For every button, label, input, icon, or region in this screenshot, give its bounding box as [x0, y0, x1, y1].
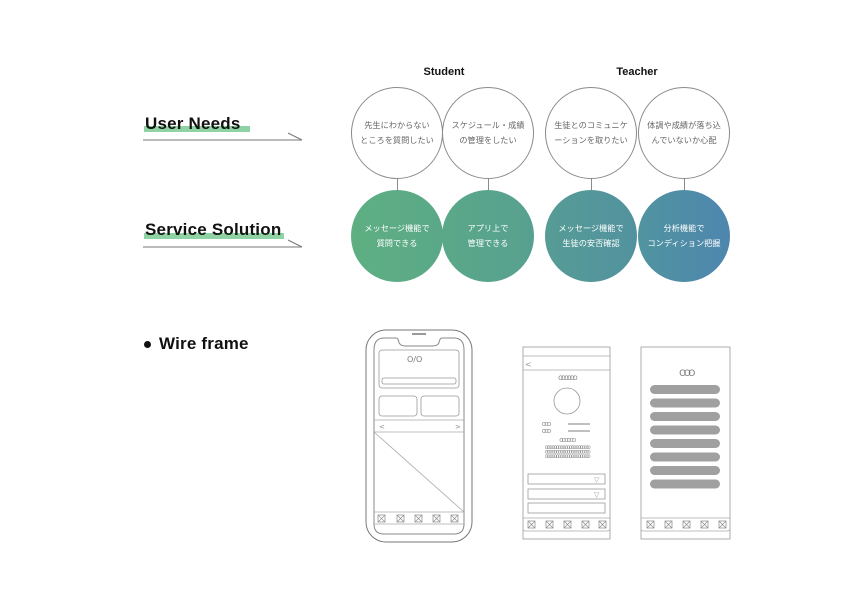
- dropdown-arrow-icon: ▽: [594, 491, 600, 499]
- need-text-line2: の管理をしたい: [459, 135, 517, 145]
- tab-bar: [646, 520, 727, 529]
- tab-icon-placeholder[interactable]: [377, 514, 386, 523]
- service-solution-highlight: [144, 233, 284, 239]
- service-solution-underline: [143, 239, 303, 248]
- list-item-bar: [650, 398, 720, 408]
- solution-circle: メッセージ機能で質問できる: [351, 190, 443, 282]
- tab-icon-placeholder[interactable]: [545, 520, 554, 529]
- need-text-line2: ところを質問したい: [360, 135, 434, 145]
- list-item-bar: [650, 466, 720, 475]
- wireframe-phone: O/O < >: [365, 329, 473, 543]
- connector-line: [397, 178, 398, 190]
- solution-text-line2: 管理できる: [467, 238, 509, 248]
- tab-icon-placeholder[interactable]: [664, 520, 673, 529]
- card-left: [378, 395, 418, 417]
- solution-text-line1: メッセージ機能で: [364, 223, 430, 233]
- user-needs-highlight: [144, 126, 250, 132]
- phone-inner-frame: [373, 337, 465, 535]
- dropdown-field: [527, 488, 606, 500]
- stat-glyph: OOO: [542, 422, 551, 428]
- solution-text-line1: 分析機能で: [663, 223, 705, 233]
- tab-icon-placeholder[interactable]: [718, 520, 727, 529]
- need-circle: 先生にわからないところを質問したい: [351, 87, 443, 179]
- need-text-line1: スケジュール・成績: [451, 120, 525, 130]
- tab-bar: [377, 514, 459, 523]
- profile-name-glyph: OOOOOO: [558, 375, 578, 382]
- solution-text-line1: メッセージ機能で: [558, 223, 624, 233]
- tab-icon-placeholder[interactable]: [450, 514, 459, 523]
- solution-text-line2: 生徒の安否確認: [562, 238, 620, 248]
- need-circle: スケジュール・成績の管理をしたい: [442, 87, 534, 179]
- body-glyph: OOOOOOOOOOOOOOOOOOOOOOOO: [545, 445, 591, 450]
- tab-icon-placeholder[interactable]: [414, 514, 423, 523]
- list-item-bar: [650, 412, 720, 421]
- tab-icon-placeholder[interactable]: [581, 520, 590, 529]
- connector-line: [488, 178, 489, 190]
- need-circle: 生徒とのコミュニケーションを取りたい: [545, 87, 637, 179]
- list-item-bar: [650, 425, 720, 435]
- back-icon: <: [525, 360, 532, 369]
- tab-icon-placeholder[interactable]: [527, 520, 536, 529]
- tab-icon-placeholder[interactable]: [432, 514, 441, 523]
- tab-icon-placeholder[interactable]: [682, 520, 691, 529]
- wireframe-profile: < OOOOOO OOO OOO OOOOOO OOOOOOOOOOOOOOOO…: [522, 346, 611, 540]
- solution-text-line2: 質問できる: [376, 238, 418, 248]
- need-text-line2: んでいないか心配: [651, 135, 717, 145]
- need-text-line1: 先生にわからない: [364, 120, 430, 130]
- dropdown-arrow-icon: ▽: [594, 476, 600, 484]
- solution-circle: 分析機能でコンディション把握: [638, 190, 730, 282]
- list-item-bar: [650, 385, 720, 394]
- body-glyph: OOOOOOOOOOOOOOOOOOOOOOOO: [545, 454, 591, 459]
- text-field: [527, 502, 606, 514]
- tab-icon-placeholder[interactable]: [396, 514, 405, 523]
- need-text-line1: 生徒とのコミュニケ: [554, 120, 628, 130]
- need-text-line1: 体調や成績が落ち込: [647, 120, 721, 130]
- column-header-student: Student: [423, 66, 465, 78]
- service-solution-title: Service Solution: [145, 220, 282, 239]
- tab-icon-placeholder[interactable]: [563, 520, 572, 529]
- screen-frame: [522, 346, 611, 540]
- body-glyph: OOOOOOOOOOOOOOOOOOOOOOOO: [545, 450, 591, 455]
- list-item-bar: [650, 452, 720, 462]
- tab-icon-placeholder[interactable]: [646, 520, 655, 529]
- tab-icon-placeholder[interactable]: [700, 520, 709, 529]
- connector-line: [684, 178, 685, 190]
- subtitle-glyph: OOOOOO: [559, 438, 576, 444]
- header-input-bar: [381, 377, 457, 385]
- user-needs-underline: [143, 132, 303, 141]
- dropdown-field: [527, 473, 606, 485]
- need-circle: 体調や成績が落ち込んでいないか心配: [638, 87, 730, 179]
- tab-bar: [527, 520, 607, 529]
- header-card: [378, 349, 460, 389]
- card-right: [420, 395, 460, 417]
- tab-icon-placeholder[interactable]: [598, 520, 607, 529]
- user-needs-title: User Needs: [145, 114, 241, 133]
- stat-glyph: OOO: [542, 429, 551, 435]
- carousel-prev-icon: <: [379, 423, 385, 431]
- list-bars: [650, 385, 720, 489]
- list-title-glyph: OOO: [679, 369, 695, 379]
- wireframe-list: OOO: [640, 346, 731, 540]
- carousel-next-icon: >: [455, 423, 461, 431]
- image-placeholder-diagonal: [373, 431, 465, 513]
- solution-circle: メッセージ機能で生徒の安否確認: [545, 190, 637, 282]
- solution-circle: アプリ上で管理できる: [442, 190, 534, 282]
- list-item-bar: [650, 439, 720, 448]
- bullet-icon: [144, 341, 151, 348]
- list-item-bar: [650, 479, 720, 489]
- solution-text-line2: コンディション把握: [647, 238, 721, 248]
- screen-frame: [640, 346, 731, 540]
- header-glyph: O/O: [407, 355, 422, 364]
- phone-outer-frame: [365, 329, 473, 543]
- wire-frame-title: Wire frame: [159, 334, 249, 353]
- need-text-line2: ーションを取りたい: [554, 135, 628, 145]
- connector-line: [591, 178, 592, 190]
- solution-text-line1: アプリ上で: [467, 223, 509, 233]
- avatar-placeholder: [553, 387, 581, 415]
- column-header-teacher: Teacher: [616, 66, 658, 78]
